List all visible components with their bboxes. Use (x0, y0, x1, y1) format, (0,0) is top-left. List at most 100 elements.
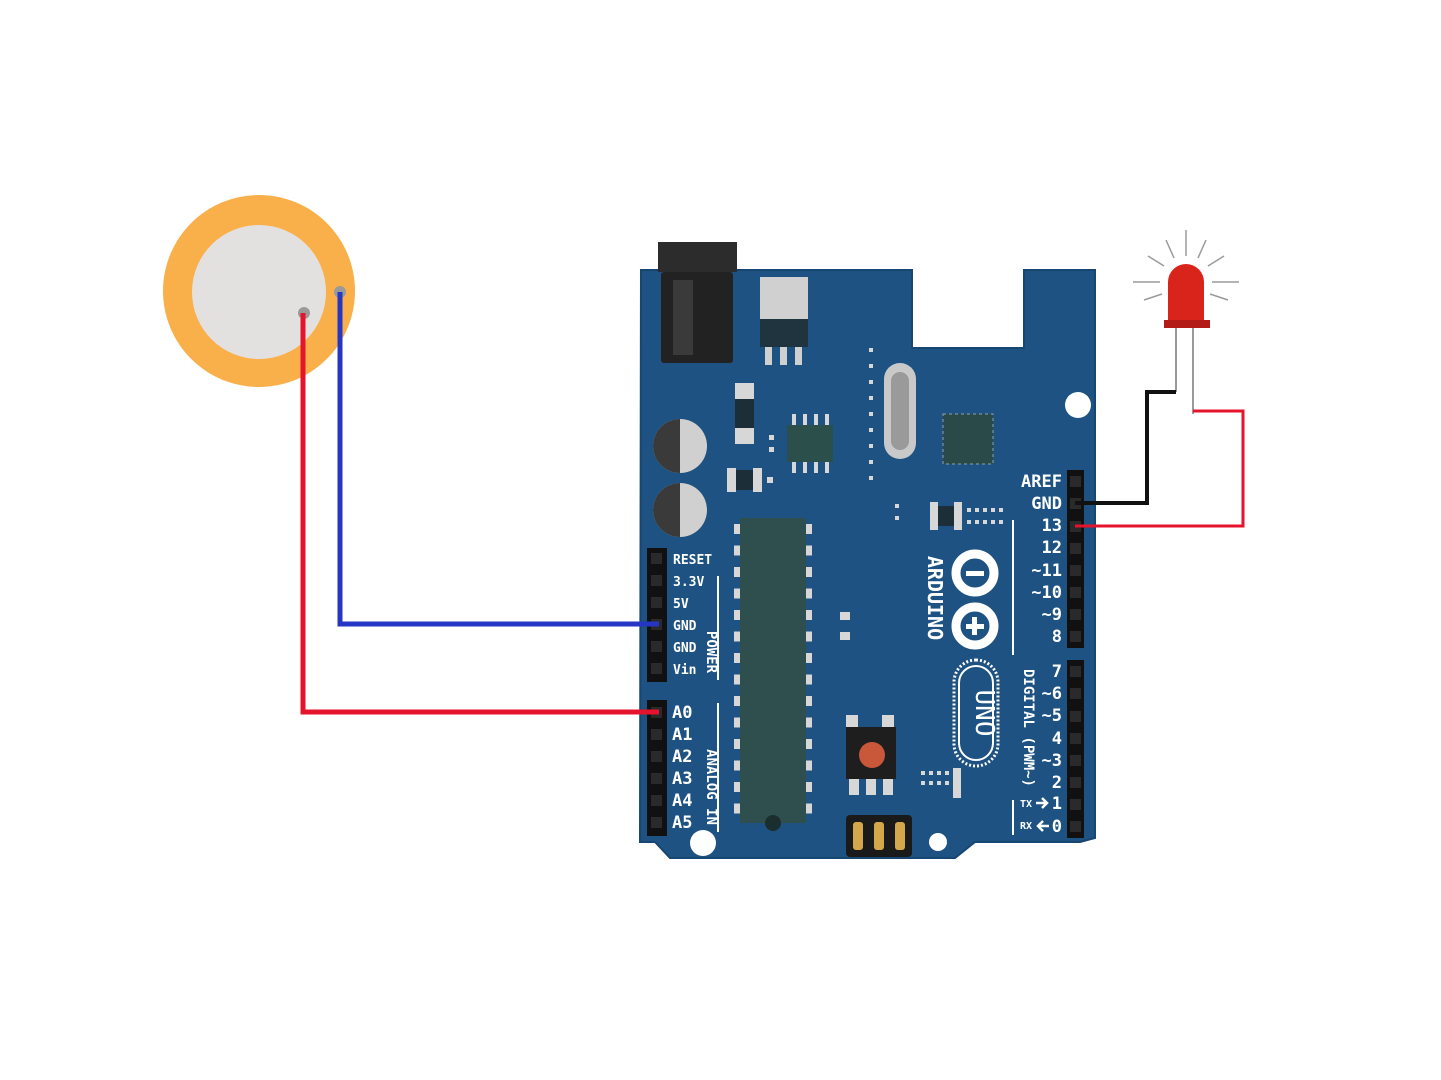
pin-label: GND (673, 619, 697, 634)
digital-header-lower (1067, 660, 1084, 838)
dc-jack (661, 272, 733, 363)
tx-label: TX (1020, 799, 1032, 810)
arrow-left-icon (1036, 820, 1049, 832)
pin-label: ~10 (1031, 583, 1062, 603)
pin-label: 3.3V (673, 575, 704, 590)
header-pin (1070, 733, 1081, 744)
led-rim (1164, 320, 1210, 328)
led-body (1168, 264, 1204, 322)
pin-label: A1 (672, 725, 692, 745)
pin-label: A2 (672, 747, 692, 767)
header-pin (1070, 777, 1081, 788)
chip-pin (734, 782, 740, 792)
power-pin-labels: RESET 3.3V 5V GND GND Vin (673, 553, 712, 678)
chip-pin (734, 717, 740, 728)
pin-label: AREF (1021, 472, 1062, 492)
analog-header (647, 700, 667, 836)
chip-pin (734, 567, 740, 577)
pin-label: 8 (1052, 627, 1062, 647)
header-pin (651, 795, 662, 806)
mounting-hole (929, 833, 947, 851)
header-pin (1070, 587, 1081, 598)
wire-piezo-gnd (337, 292, 659, 627)
chip-pin (806, 545, 812, 556)
header-pin (1070, 609, 1081, 620)
chip-pin (734, 696, 740, 706)
header-pin (1070, 688, 1081, 699)
chip-pin (734, 631, 740, 642)
header-pin (1070, 755, 1081, 766)
pin-label: 0 (1052, 817, 1062, 837)
voltage-regulator (760, 277, 808, 319)
chip-pin (806, 631, 812, 642)
pin-label: 4 (1052, 729, 1062, 749)
wire-piezo-a0 (300, 313, 659, 715)
chip-pin (734, 610, 740, 620)
digital-header-upper (1067, 470, 1084, 648)
icsp-header (846, 815, 912, 857)
header-pin (651, 729, 662, 740)
chip-pin (806, 782, 812, 792)
chip-pin (806, 610, 812, 620)
chip-pin (734, 653, 740, 663)
chip-pin (734, 545, 740, 556)
chip-pin (734, 760, 740, 771)
power-header (647, 548, 667, 682)
chip-pin (734, 739, 740, 749)
dc-jack-top (658, 242, 737, 272)
wire-led-gnd (1075, 390, 1176, 505)
reset-button-cap[interactable] (859, 742, 885, 768)
wires (300, 292, 1245, 715)
chip-pin (806, 524, 812, 534)
arduino-uno-board: ARDUINO UNO POWER ANALOG IN DIGITAL (PWM… (638, 242, 1096, 859)
piezo-disc (192, 225, 326, 359)
chip-pin (806, 567, 812, 577)
glow-rays (1133, 230, 1239, 301)
pin-label: ~5 (1042, 706, 1062, 726)
arduino-logo (951, 549, 999, 650)
pin-label: GND (673, 641, 697, 656)
header-pin (651, 553, 662, 564)
header-pin (651, 597, 662, 608)
chip-pin (806, 696, 812, 706)
usb-chip (942, 413, 994, 465)
chip-pin (806, 653, 812, 663)
analog-section-title: ANALOG IN (703, 749, 719, 825)
pin-label: A5 (672, 813, 692, 833)
pin-label: RESET (673, 553, 712, 568)
header-pin (1070, 821, 1081, 832)
pin-label: 1 (1052, 794, 1062, 814)
header-pin (1070, 799, 1081, 810)
pin-label: ~9 (1042, 605, 1062, 625)
chip-pin (806, 803, 812, 814)
pin-label: A0 (672, 703, 692, 723)
capacitor-2 (653, 483, 707, 537)
chip-pin (734, 803, 740, 814)
pin-label: Vin (673, 663, 696, 678)
model-label: UNO (969, 690, 999, 737)
piezo-sensor (163, 195, 355, 387)
analog-pin-labels: A0 A1 A2 A3 A4 A5 (672, 703, 692, 833)
header-pin (651, 641, 662, 652)
header-pin (651, 663, 662, 674)
power-section-title: POWER (703, 631, 719, 674)
pin-label: 5V (673, 597, 689, 612)
uno-badge (952, 658, 1000, 768)
header-pin (1070, 711, 1081, 722)
chip-pin (806, 674, 812, 685)
rx-label: RX (1020, 821, 1032, 832)
atmega-microcontroller (740, 518, 806, 831)
red-led (1133, 230, 1239, 414)
pin-label: A3 (672, 769, 692, 789)
header-pin (651, 575, 662, 586)
reset-button[interactable] (846, 715, 896, 795)
header-pin (1070, 543, 1081, 554)
header-pin (651, 773, 662, 784)
mounting-hole (690, 830, 716, 856)
chip-pin (806, 760, 812, 771)
header-pin (1070, 476, 1081, 487)
pin-label: ~3 (1042, 751, 1062, 771)
pin-label: 7 (1052, 662, 1062, 682)
header-pin (651, 817, 662, 828)
mounting-hole (1065, 392, 1091, 418)
